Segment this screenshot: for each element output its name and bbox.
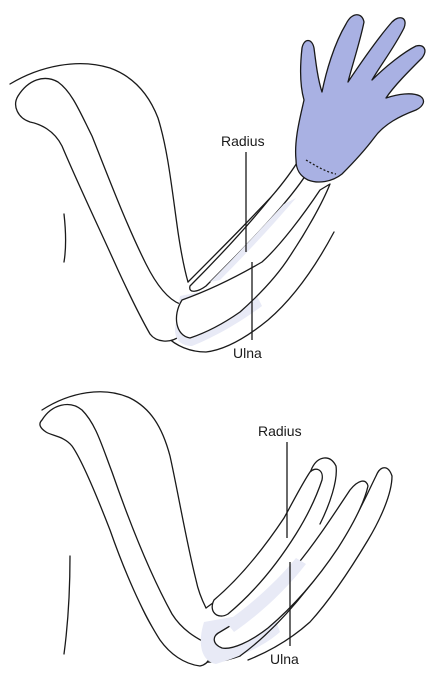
top-radius-label: Radius	[221, 133, 265, 149]
top-ulna-bone	[176, 184, 330, 338]
top-humerus	[16, 78, 186, 341]
bottom-ulna-label: Ulna	[270, 651, 299, 667]
top-ulna-label: Ulna	[233, 345, 262, 361]
bottom-radius-label: Radius	[258, 423, 302, 439]
bottom-humerus	[40, 405, 211, 666]
top-hand-cast	[296, 15, 425, 182]
bottom-arm-illustration	[40, 392, 392, 666]
top-arm-illustration	[10, 15, 425, 352]
